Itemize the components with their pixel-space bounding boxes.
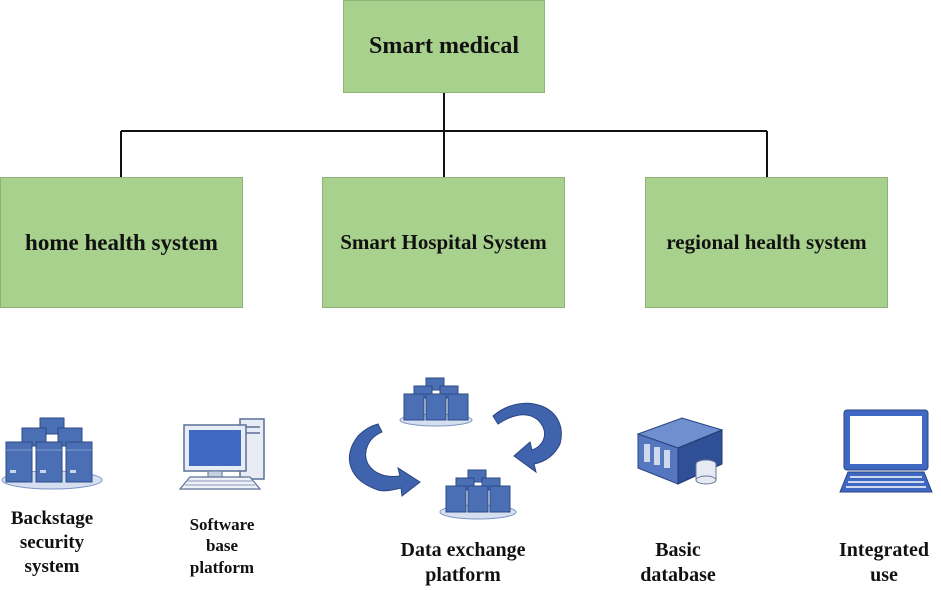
label-line: Data exchange <box>400 539 526 561</box>
node-smart-hospital-system: Smart Hospital System <box>322 177 565 308</box>
label-line: base <box>205 536 239 556</box>
label-line: Basic <box>655 539 701 561</box>
label-line: Software <box>189 515 255 534</box>
label-integrated-use: Integrated use <box>828 538 940 588</box>
server-database-icon <box>636 417 724 485</box>
label-backstage-security-system: Backstage security system <box>0 507 104 578</box>
server-cluster-icon <box>1 417 103 490</box>
node-home-health-label: home health system <box>25 229 218 255</box>
label-software-base-platform: Software base platform <box>172 514 272 578</box>
data-exchange-cycle-icon <box>348 377 562 520</box>
node-regional-health-system: regional health system <box>645 177 888 308</box>
node-smart-medical: Smart medical <box>343 0 545 93</box>
node-smart-hospital-label: Smart Hospital System <box>340 230 547 254</box>
node-home-health-system: home health system <box>0 177 243 308</box>
laptop-icon <box>839 409 933 493</box>
node-regional-health-label: regional health system <box>666 230 867 254</box>
label-data-exchange-platform: Data exchange platform <box>368 538 558 588</box>
desktop-computer-icon <box>178 418 265 490</box>
label-line: security <box>19 531 85 553</box>
label-line: use <box>870 564 898 586</box>
label-line: database <box>640 564 716 586</box>
label-line: platform <box>189 557 255 577</box>
label-line: Backstage <box>10 508 94 529</box>
label-basic-database: Basic database <box>620 538 736 588</box>
label-line: system <box>24 555 80 577</box>
label-line: Integrated <box>839 539 929 561</box>
label-line: platform <box>425 564 501 586</box>
node-smart-medical-label: Smart medical <box>369 33 519 59</box>
